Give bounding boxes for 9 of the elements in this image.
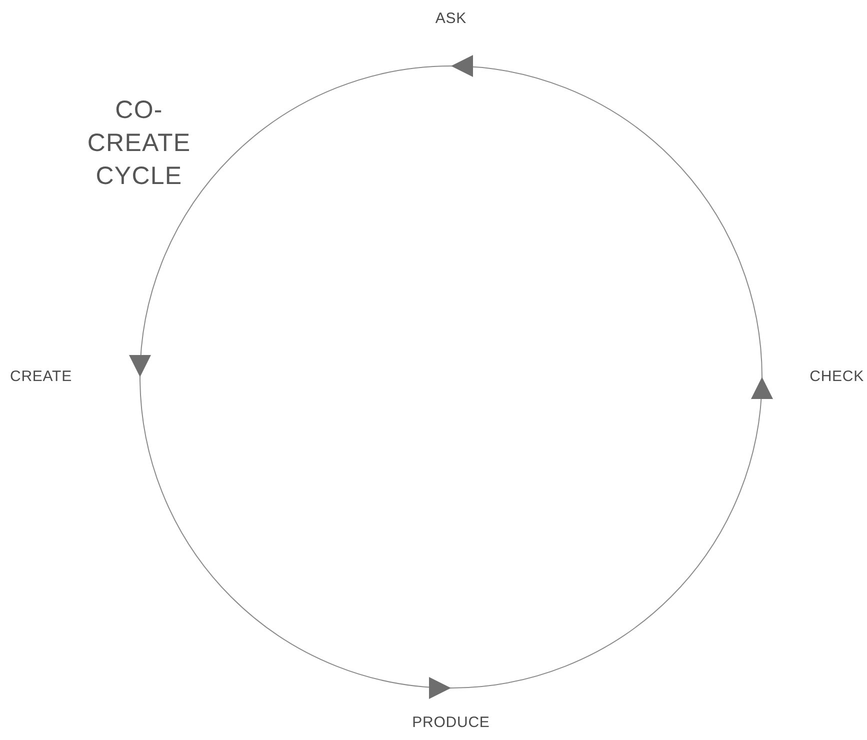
cycle-arrow [140,376,452,698]
cycle-arrow [450,56,762,378]
step-label: CREATE [10,366,72,387]
step-label: CHECK [810,366,864,387]
cycle-arrow [450,376,772,688]
step-label: ASK [435,9,467,29]
step-label: PRODUCE [412,712,490,732]
title: CO-CREATE CYCLE [86,95,192,192]
cycle-arrow [130,66,452,378]
